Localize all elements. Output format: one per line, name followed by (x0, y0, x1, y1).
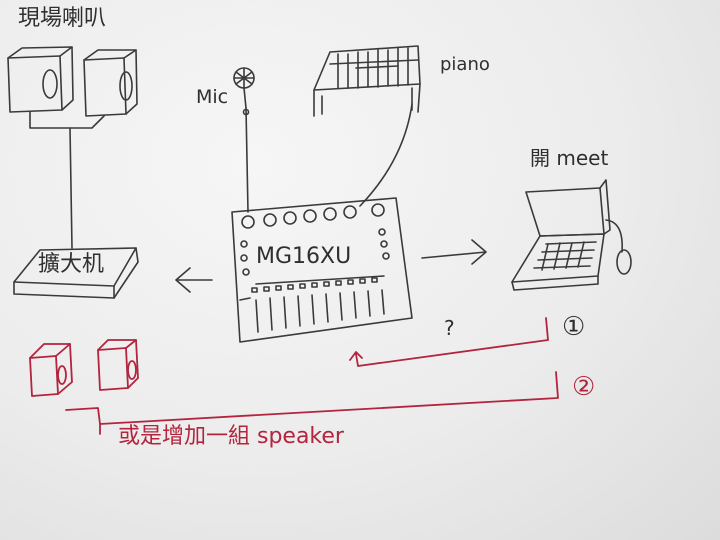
option-2-label: ② (572, 372, 596, 402)
mixer-label: MG16XU (256, 244, 352, 269)
alternative-label: 或是增加一組 speaker (118, 424, 344, 449)
venue-speakers-label: 現場喇叭 (18, 6, 107, 31)
venue-speakers-icon (7, 46, 138, 249)
piano-label: piano (440, 54, 490, 75)
piano-icon (313, 45, 421, 207)
added-speakers-icon (29, 339, 139, 397)
mic-icon (233, 67, 255, 213)
arrow-to-laptop (421, 239, 487, 265)
red-line-option-1 (349, 317, 549, 367)
option-1-label: ① (562, 312, 586, 342)
mic-label: Mic (196, 86, 229, 108)
amplifier-icon (13, 247, 139, 299)
red-line-option-2 (65, 371, 559, 435)
question-mark: ? (444, 316, 455, 340)
mixer-icon (231, 197, 413, 343)
laptop-icon (511, 179, 632, 291)
amplifier-label: 擴大机 (38, 252, 105, 277)
arrow-to-amplifier (175, 267, 213, 293)
laptop-label: 開 meet (530, 146, 609, 170)
